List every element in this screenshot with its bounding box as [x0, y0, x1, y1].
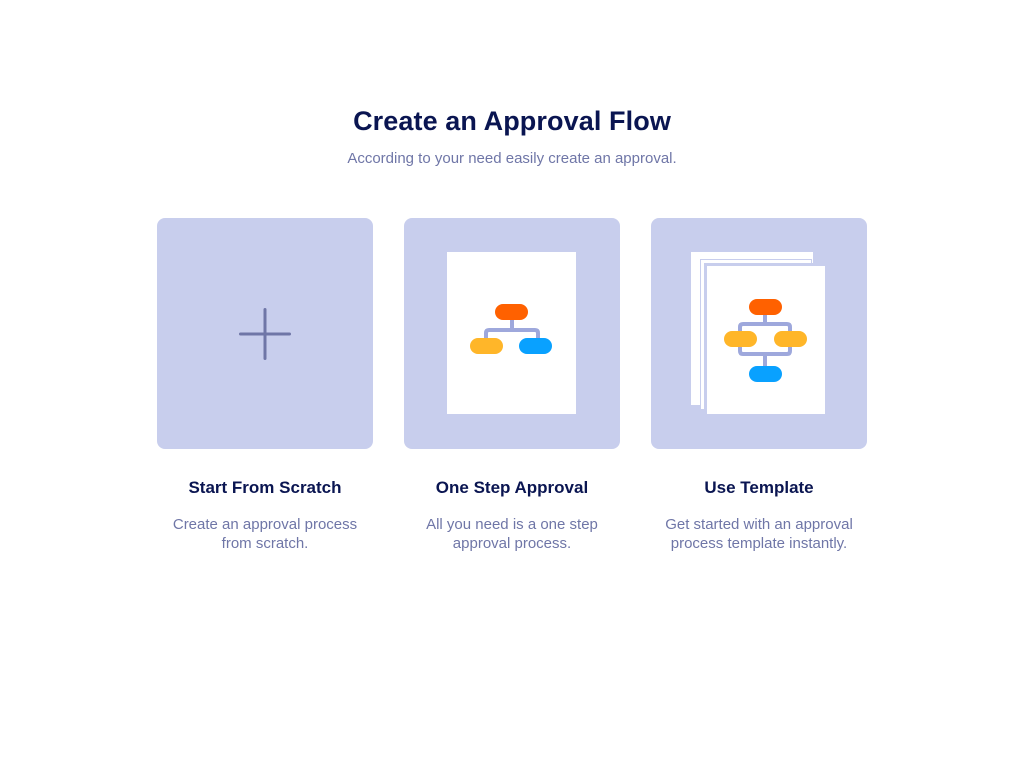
- plus-icon: [239, 308, 291, 360]
- option-description-line: process template instantly.: [670, 535, 848, 552]
- option-tile[interactable]: [404, 218, 620, 449]
- page-title: Create an Approval Flow: [353, 106, 671, 136]
- option-description: All you need is a one step approval proc…: [394, 515, 630, 553]
- document-sheet: [447, 252, 576, 414]
- option-use-template[interactable]: Use Template Get started with an approva…: [651, 218, 867, 552]
- page-subtitle: According to your need easily create an …: [347, 150, 677, 167]
- option-tile[interactable]: [651, 218, 867, 449]
- option-description-line: Get started with an approval: [665, 516, 853, 533]
- option-title: Use Template: [704, 478, 814, 497]
- option-list: Start From Scratch Create an approval pr…: [157, 218, 867, 558]
- option-description-line: approval process.: [452, 535, 572, 552]
- option-start-from-scratch[interactable]: Start From Scratch Create an approval pr…: [157, 218, 373, 552]
- option-title: Start From Scratch: [188, 478, 342, 497]
- option-description-line: Create an approval process: [172, 516, 358, 533]
- option-description: Create an approval process from scratch.: [147, 515, 383, 553]
- template-flowchart-icon: [724, 299, 807, 382]
- option-title: One Step Approval: [435, 478, 589, 497]
- option-description: Get started with an approval process tem…: [641, 515, 877, 553]
- option-description-line: All you need is a one step: [426, 516, 598, 533]
- one-step-flowchart-icon: [470, 304, 552, 354]
- option-tile[interactable]: [157, 218, 373, 449]
- option-description-line: from scratch.: [221, 535, 309, 552]
- option-one-step-approval[interactable]: One Step Approval All you need is a one …: [404, 218, 620, 552]
